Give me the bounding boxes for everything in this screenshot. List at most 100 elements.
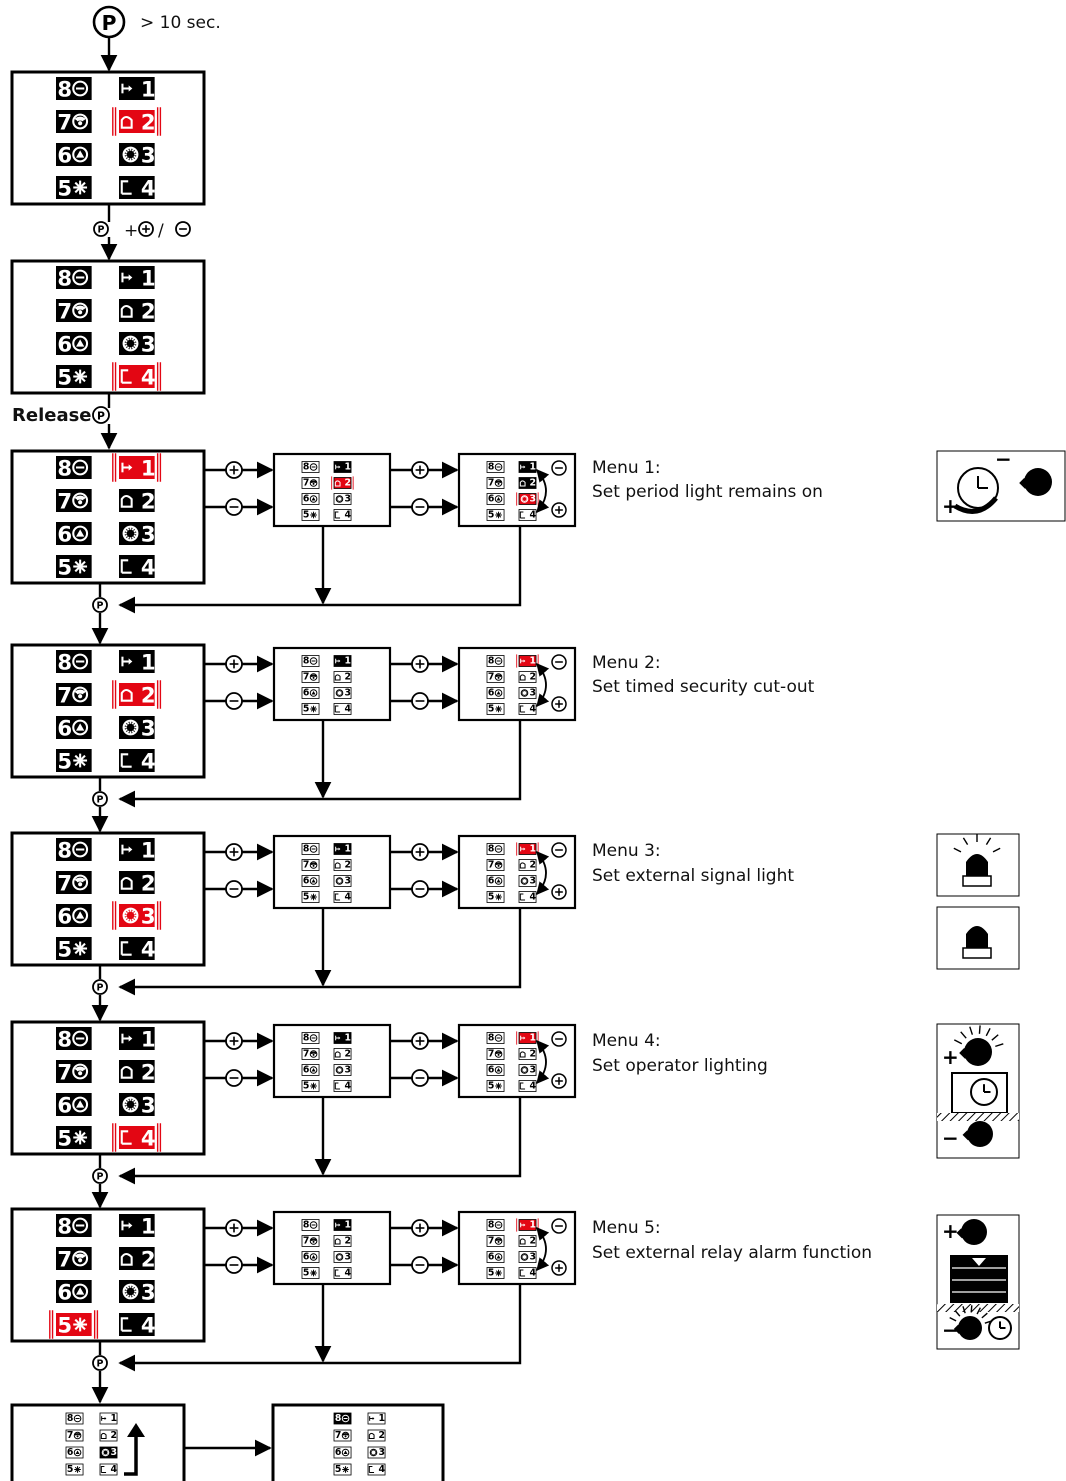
mini-led-8: 8 (486, 655, 505, 667)
mini-led-number: 6 (488, 876, 495, 887)
flash-light-icon (310, 1269, 317, 1277)
door-close-icon (120, 115, 133, 129)
mini-led-number: 8 (335, 1413, 342, 1424)
door-open-icon (519, 705, 526, 713)
signal-light-on-illustration (936, 833, 1020, 897)
led-4: 4 (119, 554, 156, 579)
mini-led-number: 2 (344, 478, 351, 489)
triangle-up-icon (72, 719, 89, 736)
timer-dial-icon (122, 1096, 139, 1113)
mini-led-number: 4 (378, 1464, 385, 1475)
flash-light-icon (73, 1130, 88, 1145)
mini-led-8: 8 (486, 461, 505, 473)
timer-dial-icon (101, 1448, 110, 1457)
led-7: 7 (56, 488, 92, 513)
mini-led-1: 1 (99, 1412, 118, 1425)
mini-led-3: 3 (99, 1446, 118, 1459)
timer-dial-icon (122, 907, 139, 924)
mini-led-number: 4 (344, 704, 351, 715)
mini-led-number: 5 (303, 1268, 310, 1279)
minus-circle-icon (72, 459, 89, 476)
led-2: 2 (119, 870, 156, 895)
minus-button-icon (411, 1069, 429, 1087)
mini-led-7: 7 (301, 859, 320, 871)
adjust-arc (536, 469, 550, 513)
minus-button-icon (551, 1218, 567, 1234)
led-background (119, 650, 155, 673)
timer-dial-icon (369, 1448, 378, 1457)
svg-text:P: P (97, 1359, 104, 1370)
radio-remote-icon (72, 686, 89, 703)
minus-button-icon (175, 221, 191, 237)
flash-light-icon (495, 511, 502, 519)
led-7: 7 (56, 109, 92, 134)
mini-led-number: 1 (344, 844, 351, 855)
mini-led-4: 4 (333, 509, 351, 521)
mini-led-number: 5 (303, 1081, 310, 1092)
triangle-up-icon (309, 1066, 318, 1074)
mini-led-4: 4 (367, 1463, 385, 1476)
radio-remote-icon (494, 1050, 503, 1058)
door-close-icon (120, 1065, 133, 1079)
release-label: Release (12, 405, 92, 426)
led-number: 5 (57, 175, 72, 200)
mini-led-number: 6 (488, 494, 495, 505)
plus-button-icon (551, 502, 567, 518)
mini-led-number: 7 (303, 860, 310, 871)
led-4: 4 (119, 748, 156, 773)
mini-led-4: 4 (333, 703, 351, 715)
led-number: 3 (141, 903, 156, 928)
led-number: 4 (141, 554, 156, 579)
led-number: 5 (57, 364, 72, 389)
led-number: 6 (57, 521, 72, 546)
minus-mark: − (942, 1318, 959, 1342)
led-7: 7 (56, 682, 92, 707)
menu-2-title: Menu 2: (592, 653, 661, 673)
led-5: 5 (56, 748, 92, 773)
led-3: 3 (119, 142, 156, 167)
mini-led-2: 2 (333, 671, 352, 683)
mini-led-3: 3 (333, 493, 352, 505)
plus-mark: + (942, 1219, 959, 1243)
mini-led-number: 5 (488, 704, 495, 715)
mini-led-6: 6 (65, 1446, 84, 1459)
minus-button-icon (411, 692, 429, 710)
triangle-up-icon (309, 1253, 318, 1261)
radio-remote-icon (73, 1431, 82, 1440)
led-8: 8 (56, 265, 92, 290)
door-open-icon (120, 753, 132, 768)
minus-button-icon (225, 692, 243, 710)
timer-dial-icon (122, 335, 139, 352)
led-1: 1 (119, 1026, 156, 1051)
adjust-arc (536, 1040, 550, 1084)
mini-led-number: 7 (335, 1430, 342, 1441)
menu-4-title: Menu 4: (592, 1031, 661, 1051)
minus-circle-icon (309, 1221, 318, 1229)
led-4: 4 (112, 362, 162, 391)
menu-return-arrow (118, 908, 522, 996)
mini-led-number: 4 (529, 1081, 536, 1092)
p-button-icon: P (92, 597, 108, 613)
mini-led-2: 2 (99, 1429, 118, 1442)
led-number: 2 (141, 109, 156, 134)
minus-button-icon (411, 880, 429, 898)
p-button-icon: P (92, 979, 108, 995)
radio-remote-icon (72, 1250, 89, 1267)
triangle-up-icon (72, 335, 89, 352)
mini-led-number: 5 (303, 510, 310, 521)
mini-led-number: 4 (529, 892, 536, 903)
menu-5-description: Set external relay alarm function (592, 1243, 872, 1263)
timer-dial-icon (335, 877, 344, 885)
mini-led-number: 3 (529, 1065, 536, 1076)
led-3: 3 (119, 1279, 156, 1304)
led-6: 6 (56, 1092, 92, 1117)
mini-led-number: 4 (529, 704, 536, 715)
minus-button-icon (411, 1256, 429, 1274)
mini-led-number: 3 (529, 1252, 536, 1263)
mini-led-6: 6 (486, 687, 505, 699)
